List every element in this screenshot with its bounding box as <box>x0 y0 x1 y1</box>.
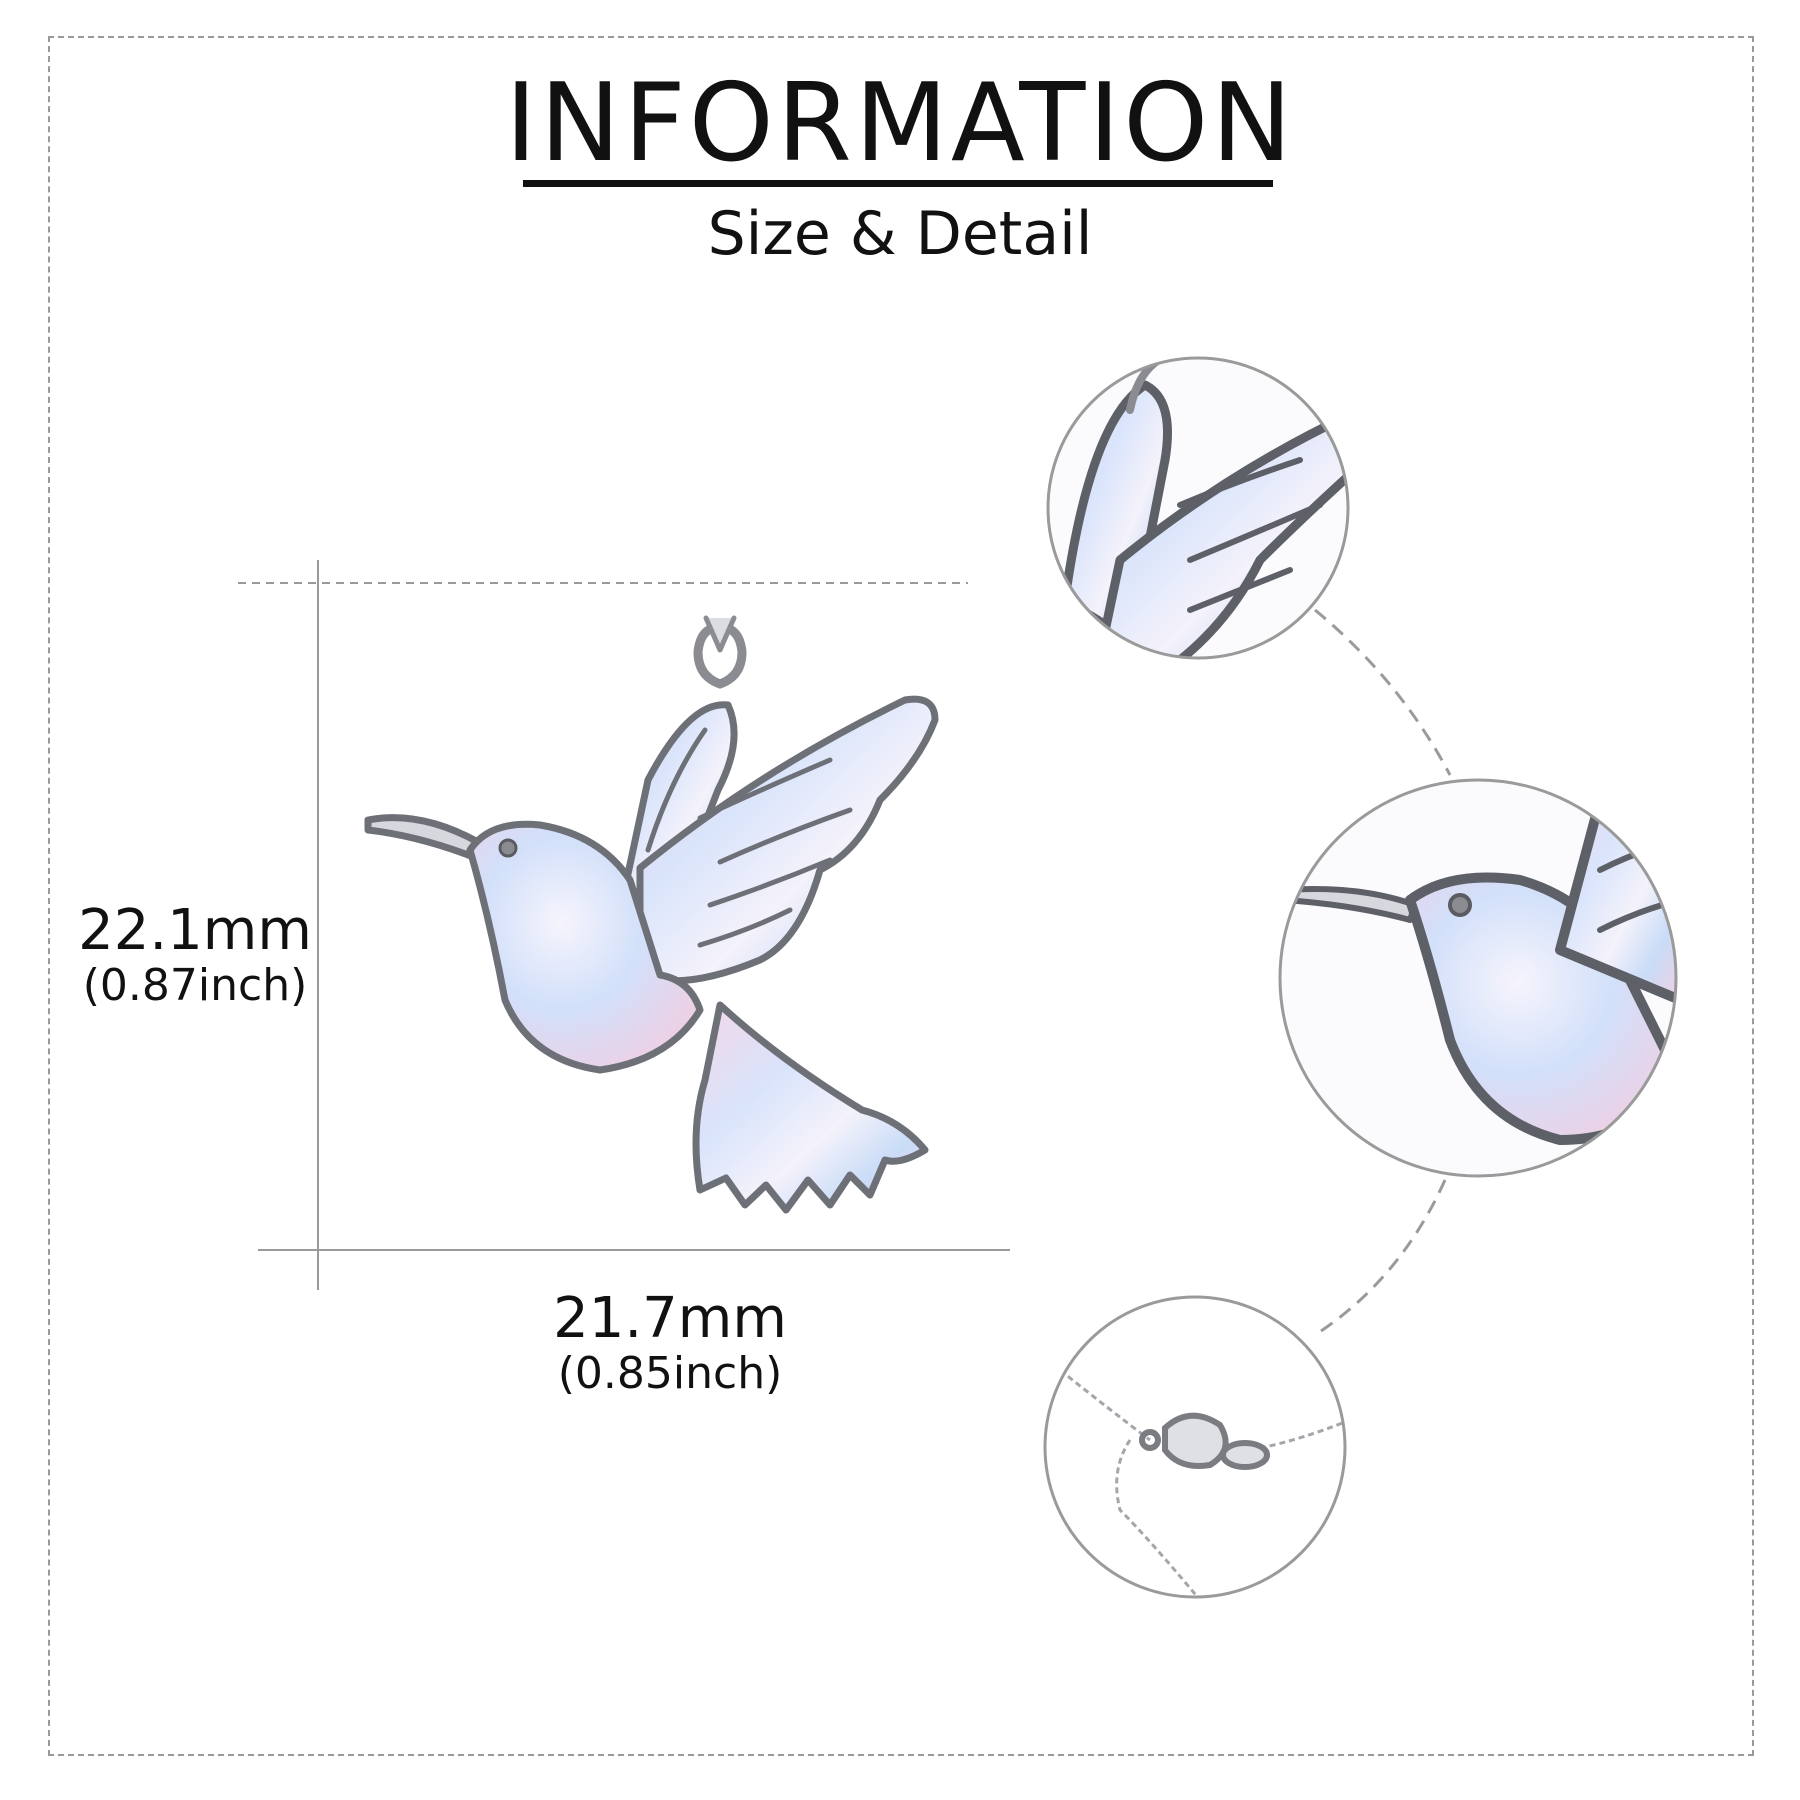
height-inch: (0.87inch) <box>82 959 308 1011</box>
measurement-guides <box>238 560 1010 1290</box>
height-dimension: 22.1mm (0.87inch) <box>60 900 330 1010</box>
height-mm: 22.1mm <box>78 898 312 963</box>
width-mm: 21.7mm <box>553 1286 787 1351</box>
connector-arcs <box>1314 608 1452 1337</box>
width-dimension: 21.7mm (0.85inch) <box>510 1288 830 1398</box>
title-underline <box>523 180 1273 187</box>
width-inch: (0.85inch) <box>557 1347 783 1399</box>
dashed-frame <box>48 36 1754 1756</box>
page-title: INFORMATION <box>504 61 1296 186</box>
head-detail <box>1278 778 1678 1178</box>
wing-detail <box>1046 356 1350 660</box>
clasp-detail <box>1043 1295 1347 1599</box>
hummingbird-pendant <box>364 615 939 1214</box>
page-subtitle: Size & Detail <box>707 199 1093 269</box>
